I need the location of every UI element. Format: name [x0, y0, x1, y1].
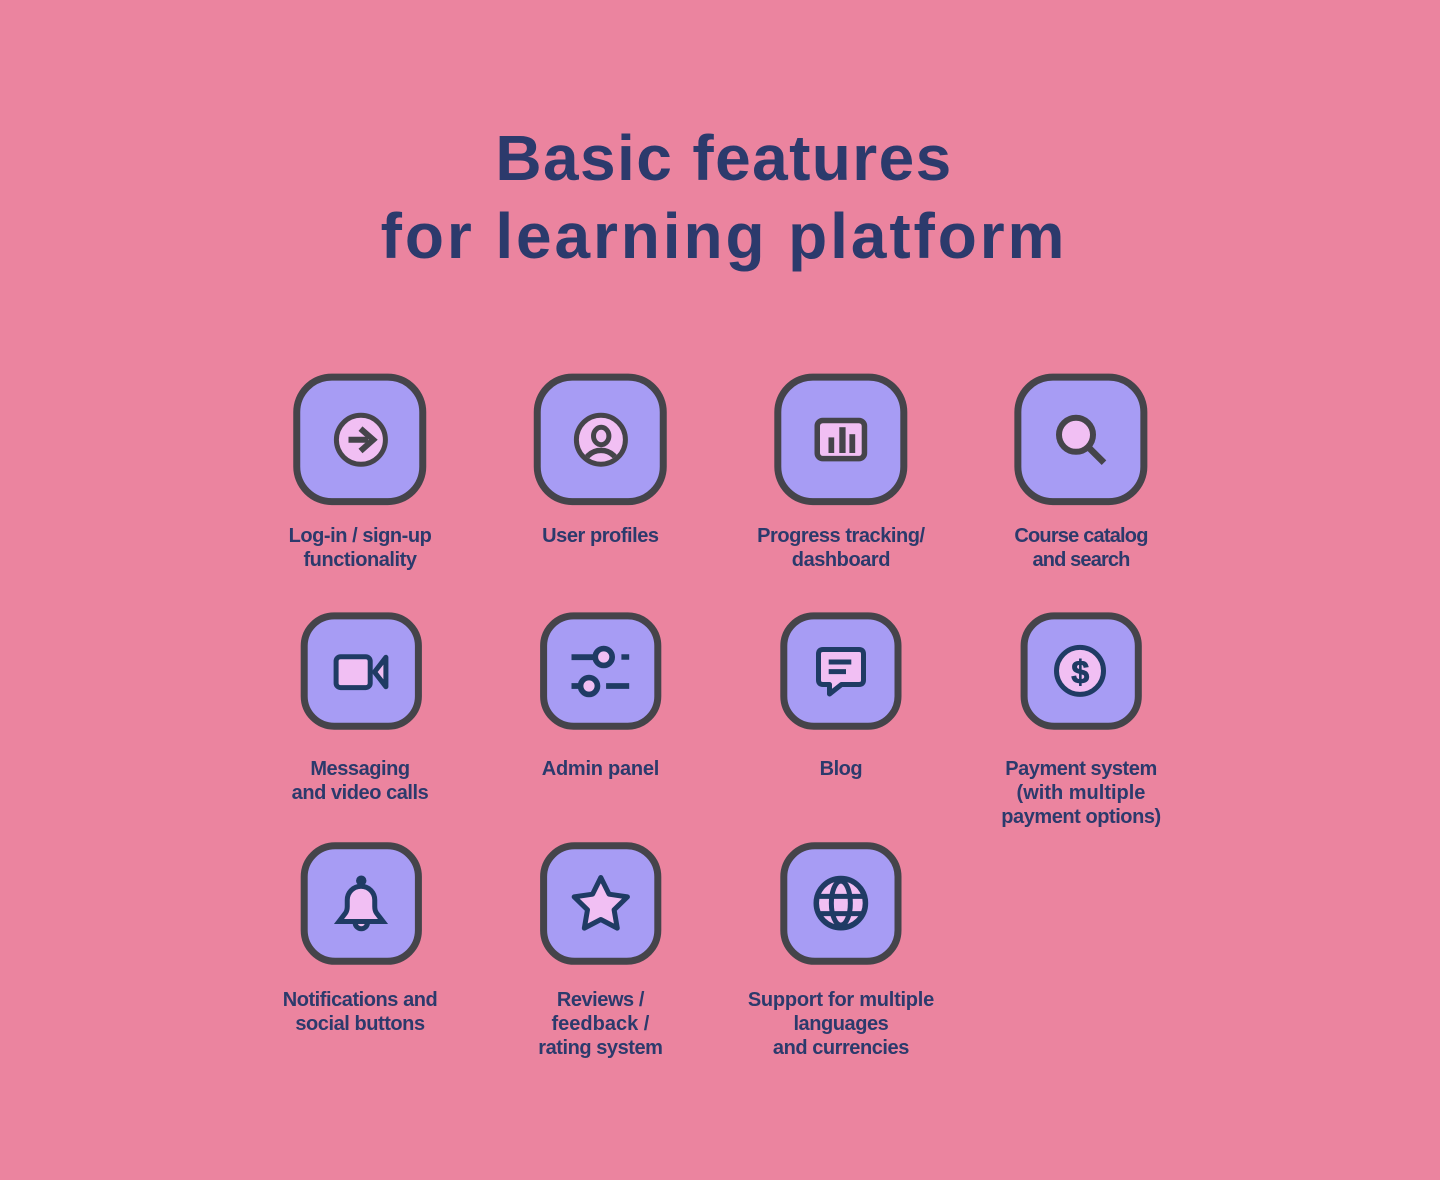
svg-text:$: $ — [1071, 654, 1089, 690]
